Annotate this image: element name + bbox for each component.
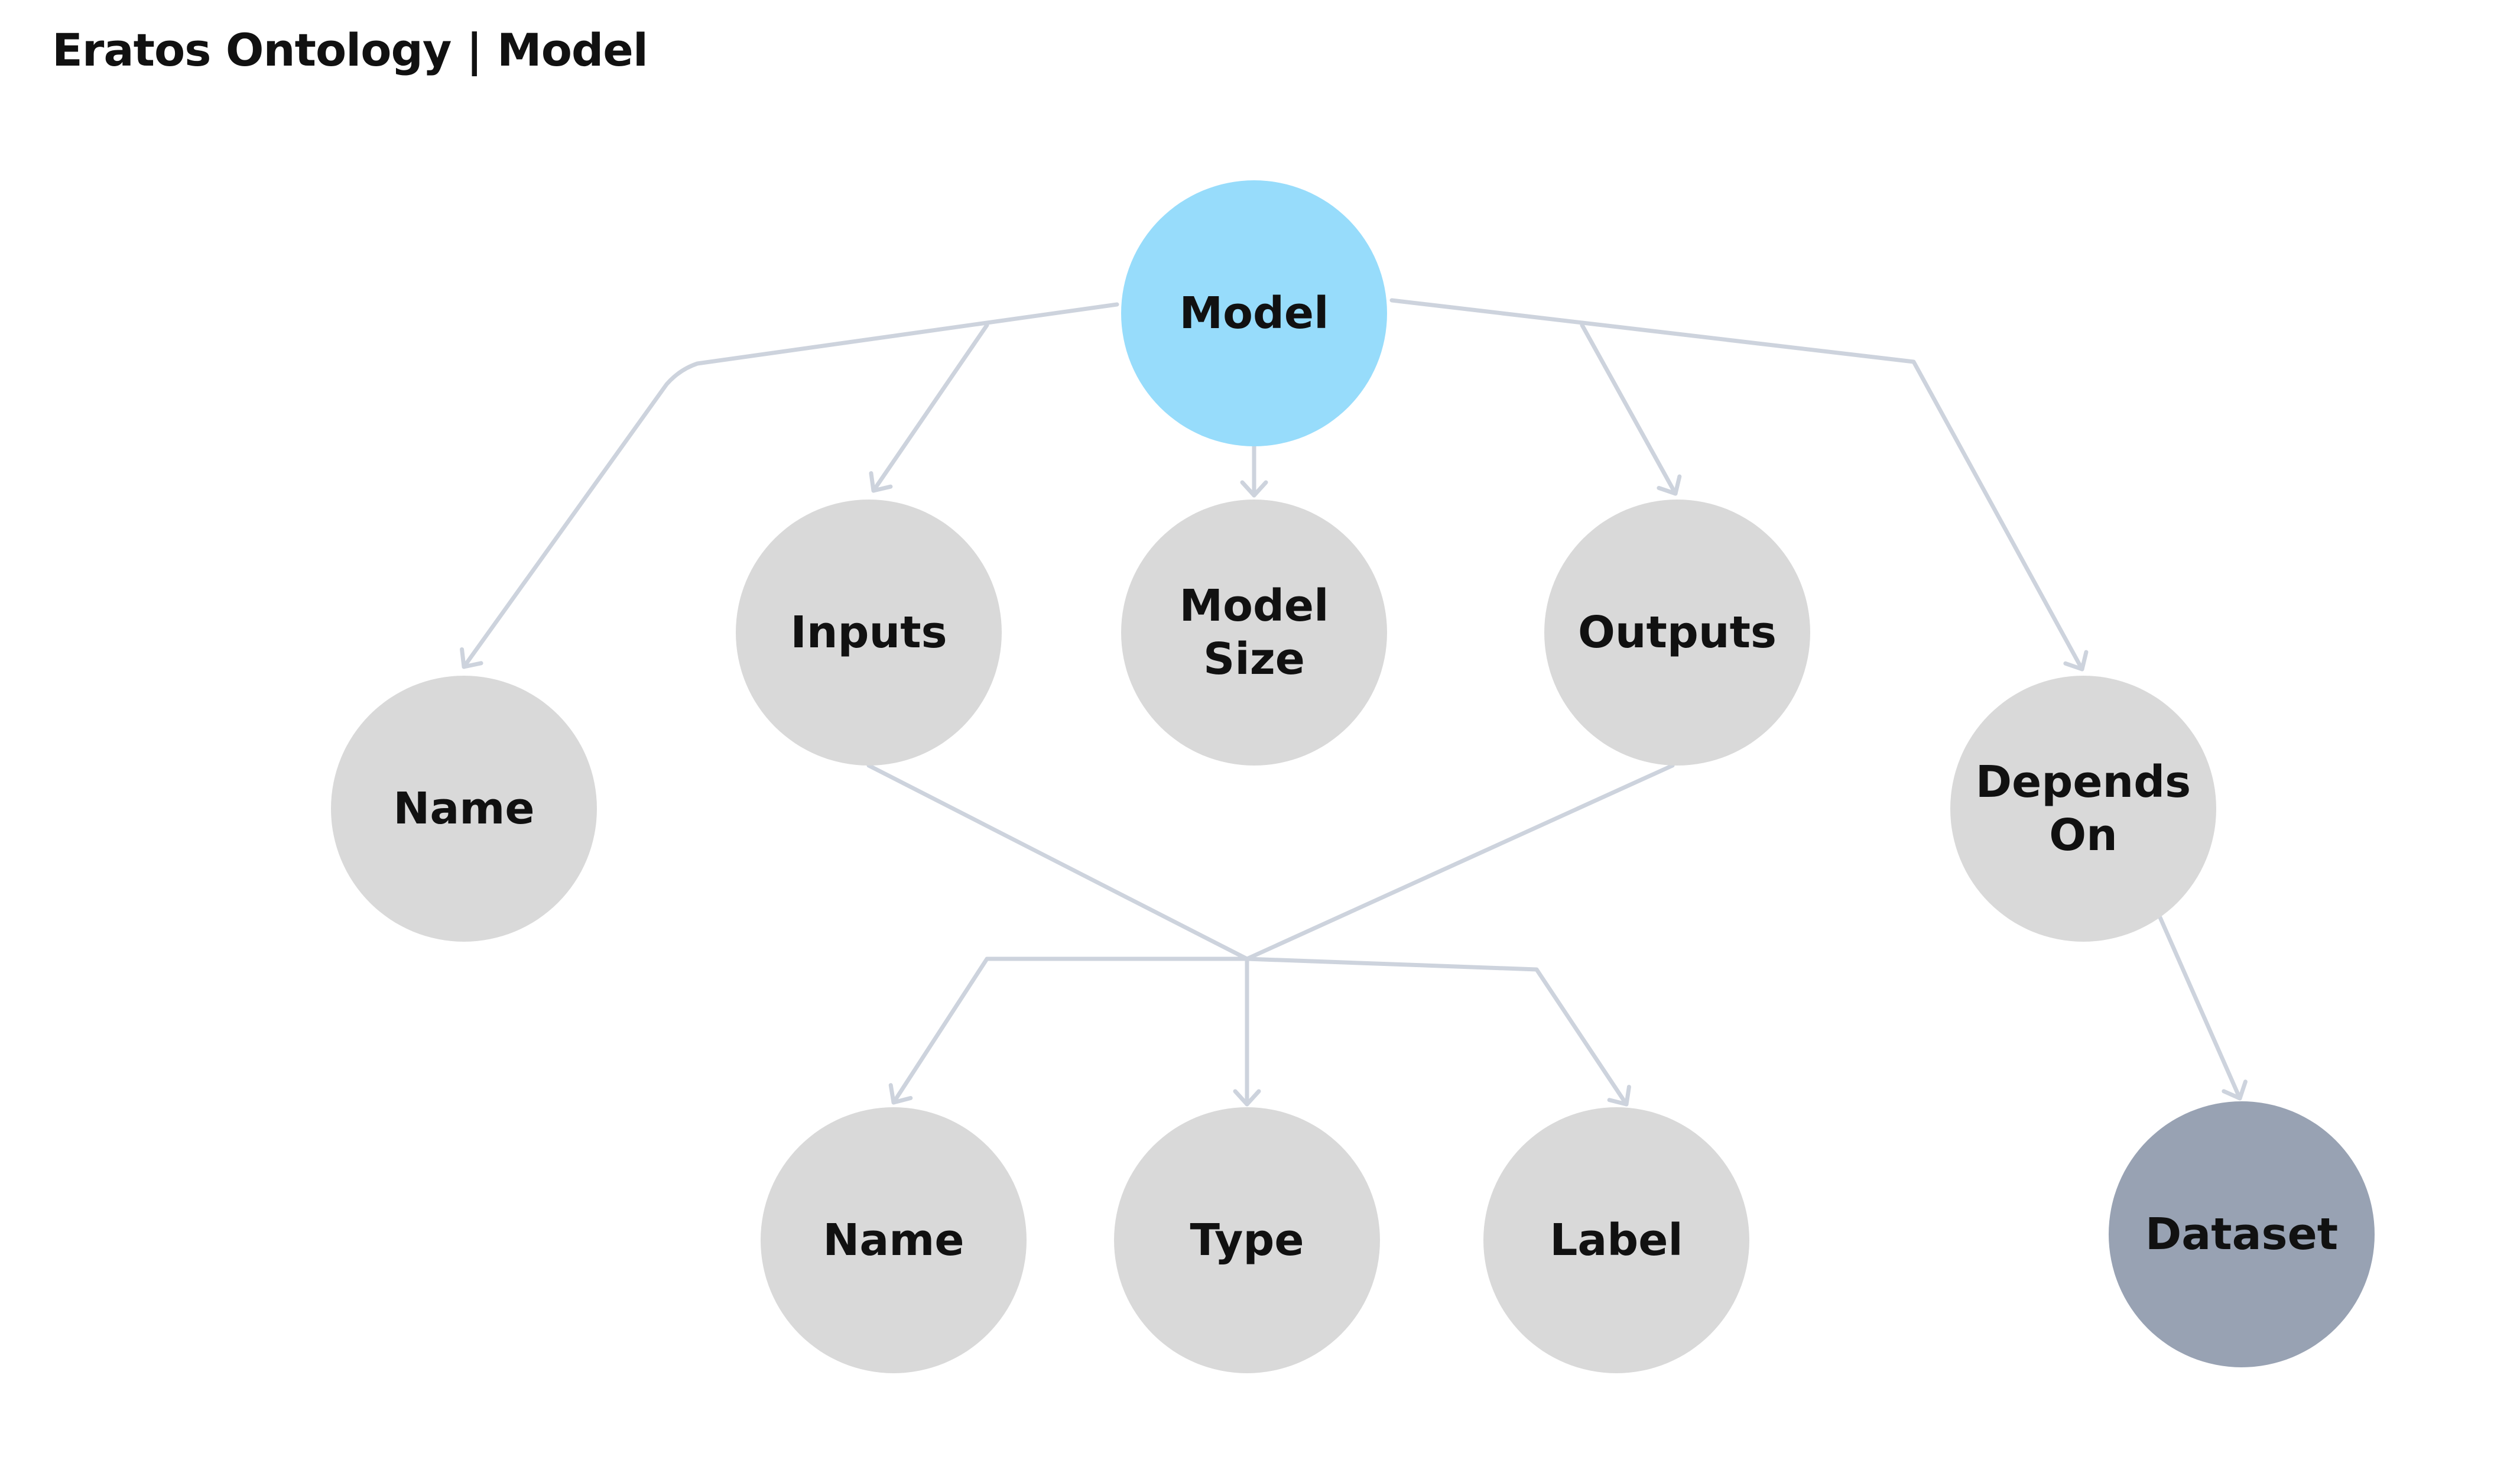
node-name-text: Name [393, 783, 534, 834]
node-input-name-text: Name [823, 1215, 964, 1266]
node-model-size-circle [1121, 500, 1387, 766]
node-inputs-text: Inputs [790, 607, 947, 658]
edges [460, 298, 2248, 1107]
node-type-circle [1114, 1107, 1380, 1373]
edge-model-to-outputs [1580, 323, 1682, 496]
node-dataset-circle [2109, 1101, 2375, 1367]
node-outputs-circle [1544, 500, 1810, 766]
edge-outputs-to-junction [1245, 763, 1675, 961]
edge-inputs-to-junction [866, 763, 1249, 961]
node-inputs: Inputs [736, 500, 1002, 766]
node-model-circle [1121, 180, 1387, 446]
node-outputs-text: Outputs [1578, 607, 1777, 658]
edge-depends-on-to-dataset [2158, 915, 2248, 1101]
node-dataset: Dataset [2109, 1101, 2375, 1367]
node-type: Type [1114, 1107, 1380, 1373]
node-depends-on-text: On [2049, 810, 2118, 861]
edge-junction-to-name [888, 956, 1249, 1105]
node-type-text: Type [1190, 1215, 1304, 1266]
node-depends-on-circle [1950, 676, 2216, 942]
node-dataset-text: Dataset [2145, 1209, 2338, 1260]
node-inputs-circle [736, 500, 1002, 766]
node-depends-on-text: Depends [1976, 757, 2191, 808]
edge-model-to-name [460, 302, 1119, 669]
node-name: Name [331, 676, 597, 942]
page-title: Eratos Ontology | Model [52, 24, 648, 76]
node-label-circle [1483, 1107, 1749, 1373]
node-model-size-text: Model [1179, 581, 1329, 631]
node-label-text: Label [1550, 1215, 1683, 1266]
node-model-size-text: Size [1203, 634, 1305, 685]
edge-model-to-depends-on [1389, 298, 2089, 672]
node-input-name-circle [761, 1107, 1027, 1373]
edge-junction-to-label [1245, 956, 1631, 1107]
node-model: Model [1121, 180, 1387, 446]
node-model-text: Model [1179, 288, 1329, 339]
node-outputs: Outputs [1544, 500, 1810, 766]
node-input-name: Name [761, 1107, 1027, 1373]
edge-model-to-inputs [869, 323, 989, 493]
node-label: Label [1483, 1107, 1749, 1373]
node-name-circle [331, 676, 597, 942]
